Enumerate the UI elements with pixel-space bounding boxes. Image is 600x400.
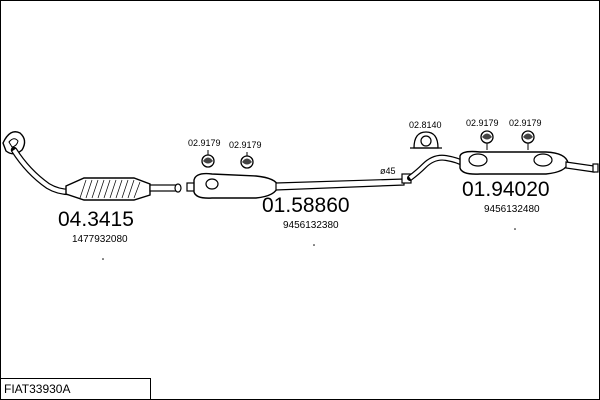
fitting-hanger-2[interactable]: 02.9179 <box>229 140 262 169</box>
part-rear-silencer[interactable] <box>401 150 599 184</box>
middle-pipe <box>275 178 405 191</box>
fitting-code: 02.9179 <box>188 138 221 148</box>
diameter-label: ø45 <box>380 166 396 176</box>
part-code-3: 01.94020 <box>462 178 550 201</box>
part-ref-1: 1477932080 <box>72 234 128 245</box>
part-front-silencer[interactable] <box>186 172 405 199</box>
fitting-code: 02.9179 <box>466 118 499 128</box>
fitting-clamp[interactable]: 02.8140 <box>409 120 442 149</box>
part-ref-3: 9456132480 <box>484 204 540 215</box>
fitting-hanger-3[interactable]: 02.9179 <box>466 118 499 150</box>
fitting-code: 02.9179 <box>509 118 542 128</box>
part-ref-2: 9456132380 <box>283 220 339 231</box>
frame-title: FIAT33930A <box>4 382 70 396</box>
fitting-hanger-4[interactable]: 02.9179 <box>509 118 542 150</box>
fitting-hanger-1[interactable]: 02.9179 <box>188 138 221 168</box>
fitting-code: 02.9179 <box>229 140 262 150</box>
part-code-1: 04.3415 <box>58 208 134 231</box>
part-code-2: 01.58860 <box>262 194 350 217</box>
part-catalytic-converter[interactable] <box>2 131 182 201</box>
fitting-code: 02.8140 <box>409 120 442 130</box>
tail-pipe <box>565 161 595 173</box>
front-flange <box>2 131 26 155</box>
down-pipe <box>10 146 74 196</box>
